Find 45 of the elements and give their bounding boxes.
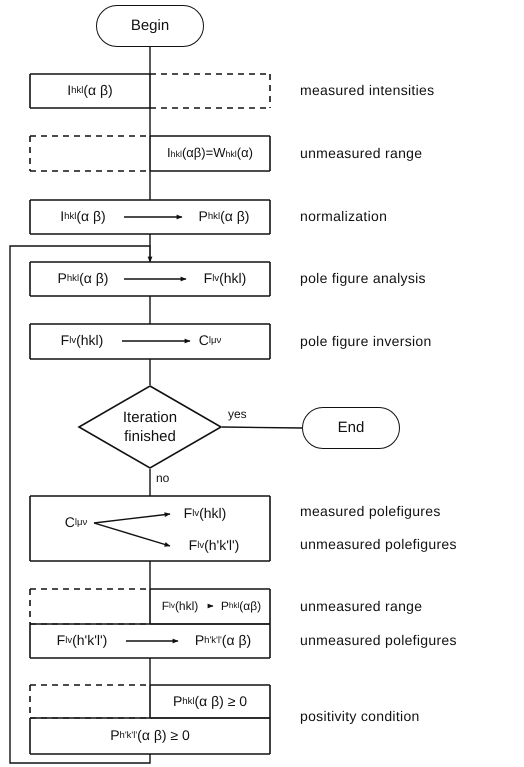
connector-line — [149, 561, 151, 589]
step-annotation: pole figure analysis — [300, 270, 426, 286]
step-annotation: unmeasured range — [300, 598, 422, 614]
step-annotation: unmeasured range — [300, 144, 422, 160]
terminal-text: End — [336, 418, 366, 438]
arrow — [9, 245, 152, 764]
edge-label: no — [156, 471, 170, 485]
terminal-text: Begin — [130, 16, 170, 36]
step-annotation: unmeasured polefigures — [300, 536, 457, 552]
connector-line — [149, 108, 151, 136]
connector-line — [149, 296, 151, 324]
connector-line — [149, 171, 151, 200]
arrow — [122, 338, 191, 344]
step-annotation: unmeasured polefigures — [300, 632, 457, 648]
process-box — [30, 262, 270, 296]
step-annotation: positivity condition — [300, 708, 420, 724]
process-box — [30, 74, 270, 108]
decision-diamond — [78, 385, 222, 469]
arrow — [208, 604, 214, 608]
process-box — [30, 685, 270, 718]
connector-line — [149, 658, 151, 685]
step-annotation: measured intensities — [300, 82, 434, 98]
connector-line — [149, 47, 151, 74]
step-annotation: normalization — [300, 208, 388, 224]
connector-line — [149, 359, 151, 385]
process-box — [30, 718, 270, 754]
edge-label: yes — [228, 407, 247, 421]
process-box — [30, 496, 270, 561]
arrow — [124, 214, 183, 220]
decision-text: Iteration finished — [122, 408, 178, 447]
step-annotation: pole figure inversion — [300, 332, 432, 348]
connector-line — [149, 469, 151, 496]
process-box — [30, 200, 270, 234]
connector-line — [222, 426, 302, 429]
process-box — [30, 136, 270, 171]
process-box — [30, 624, 270, 658]
arrow — [124, 276, 187, 282]
process-box — [30, 324, 270, 359]
arrow — [94, 522, 171, 547]
terminal-pill — [96, 5, 204, 47]
arrow — [126, 638, 179, 644]
step-annotation: measured polefigures — [300, 503, 441, 520]
arrow — [94, 512, 171, 524]
process-box — [30, 589, 270, 624]
terminal-pill — [302, 407, 400, 449]
